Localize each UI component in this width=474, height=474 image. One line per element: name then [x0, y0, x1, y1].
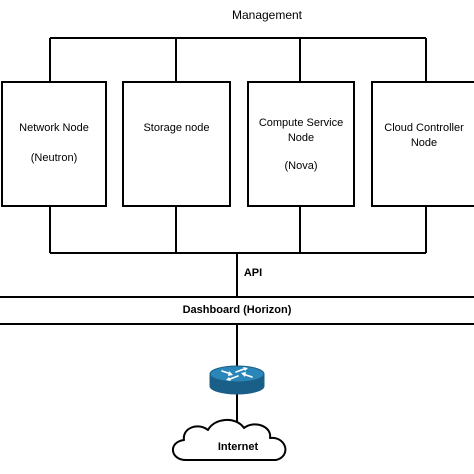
controller-node-title: Cloud Controller	[384, 122, 464, 134]
compute-node: Compute Service Node (Nova)	[248, 82, 354, 206]
compute-node-service: (Nova)	[284, 160, 318, 172]
storage-node: Storage node	[123, 82, 230, 206]
network-node-box	[1, 81, 107, 207]
controller-node-box	[371, 81, 474, 207]
storage-node-title: Storage node	[143, 122, 210, 134]
network-node: Network Node (Neutron)	[2, 82, 106, 206]
api-label: API	[243, 267, 263, 279]
dashboard-label: Dashboard (Horizon)	[182, 304, 292, 316]
management-label: Management	[231, 8, 303, 22]
router-icon	[209, 365, 265, 395]
storage-node-box	[122, 81, 231, 207]
network-node-service: (Neutron)	[30, 152, 78, 164]
controller-node-title-line2: Node	[410, 137, 438, 149]
internet-label: Internet	[217, 441, 259, 453]
cloud-icon	[172, 419, 287, 461]
network-node-title: Network Node	[19, 122, 89, 134]
compute-node-title-line2: Node	[287, 132, 315, 144]
controller-node: Cloud Controller Node	[372, 82, 474, 206]
compute-node-title: Compute Service	[258, 117, 344, 129]
compute-node-box	[247, 81, 355, 207]
